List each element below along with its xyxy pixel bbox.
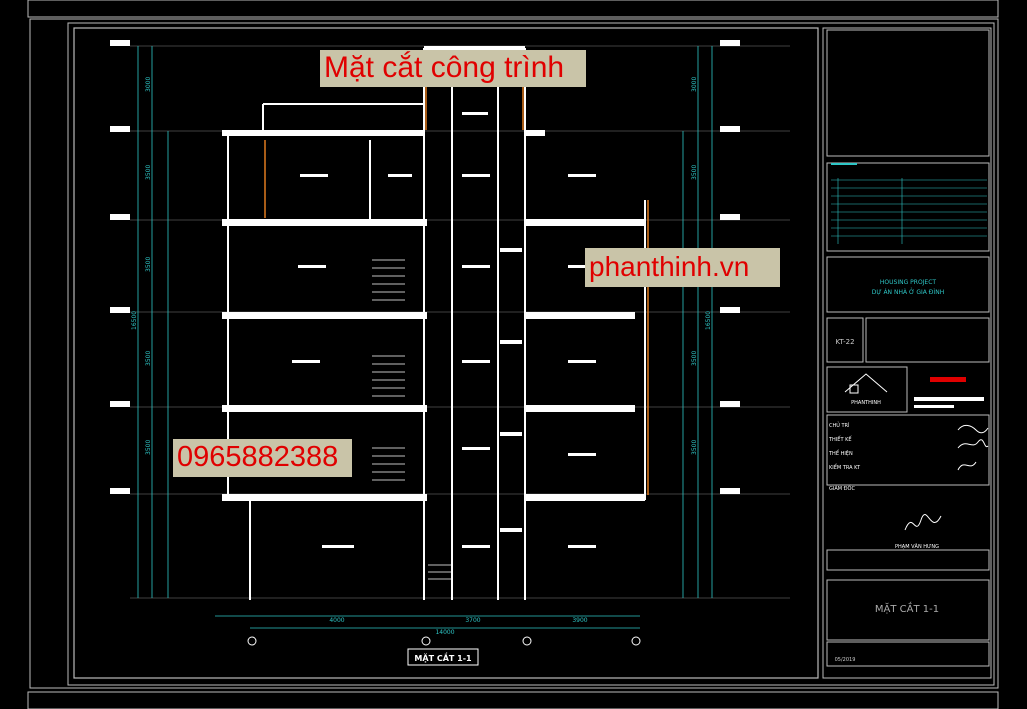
director: GIÁM ĐỐC xyxy=(829,484,855,492)
company-logo-icon xyxy=(844,373,888,394)
dim-total-right: 16500 xyxy=(705,311,712,330)
walls xyxy=(227,48,646,600)
dim-left-3: 3500 xyxy=(145,351,152,366)
sheet-date: 05/2019 xyxy=(835,657,856,663)
dim-left-0: 3000 xyxy=(145,77,152,92)
dim-right-4: 3500 xyxy=(691,440,698,455)
level-markers xyxy=(110,40,740,494)
company-name: PHANTHINH xyxy=(851,400,881,406)
dim-left-1: 3500 xyxy=(145,165,152,180)
dim-right-0: 3000 xyxy=(691,77,698,92)
role-1: THIẾT KẾ xyxy=(828,435,852,443)
dim-bottom-1: 3700 xyxy=(465,617,480,624)
title-block-text: HOUSING PROJECT DỰ ÁN NHÀ Ở GIA ĐÌNH KT-… xyxy=(828,279,944,663)
section-label-box: MẶT CẮT 1-1 xyxy=(407,648,479,666)
director-name: PHẠM VĂN HƯNG xyxy=(895,543,939,550)
sheet-frames xyxy=(27,0,999,709)
bottom-dim-text: 4000 3700 3900 14000 xyxy=(329,617,587,636)
room-labels xyxy=(292,112,596,548)
dim-text-left: 3000 3500 3500 3500 3500 16500 xyxy=(131,77,152,455)
shaft-slabs xyxy=(424,46,525,532)
dim-bottom-total: 14000 xyxy=(435,629,454,636)
phone-banner: 0965882388 xyxy=(173,439,352,477)
project-en: HOUSING PROJECT xyxy=(880,279,937,286)
bottom-dimensions xyxy=(215,615,640,629)
signatures xyxy=(904,424,989,531)
dim-bottom-0: 4000 xyxy=(329,617,344,624)
dim-right-1: 3500 xyxy=(691,165,698,180)
dimension-lines-vertical xyxy=(137,46,713,598)
stairs xyxy=(372,259,452,580)
title-block xyxy=(822,27,992,679)
floor-slabs xyxy=(222,130,645,501)
role-2: THỂ HIỆN xyxy=(828,449,853,457)
dim-right-3: 3500 xyxy=(691,351,698,366)
title-block-bars xyxy=(831,163,984,408)
role-0: CHỦ TRÌ xyxy=(829,421,850,429)
website-banner: phanthinh.vn xyxy=(585,248,780,287)
project-vn: DỰ ÁN NHÀ Ở GIA ĐÌNH xyxy=(872,288,944,296)
role-3: KIỂM TRA KT xyxy=(829,463,861,471)
sheet-code: KT-22 xyxy=(835,338,854,346)
dim-bottom-2: 3900 xyxy=(572,617,587,624)
dim-left-4: 3500 xyxy=(145,440,152,455)
section-label: MẶT CẮT 1-1 xyxy=(414,651,472,663)
sheet-title: MẶT CẮT 1-1 xyxy=(875,601,939,615)
dim-total-left: 16500 xyxy=(131,311,138,330)
dim-left-2: 3500 xyxy=(145,257,152,272)
revision-table xyxy=(831,178,987,244)
grid-bubbles xyxy=(247,636,641,646)
title-banner: Mặt cắt công trình xyxy=(320,50,586,87)
